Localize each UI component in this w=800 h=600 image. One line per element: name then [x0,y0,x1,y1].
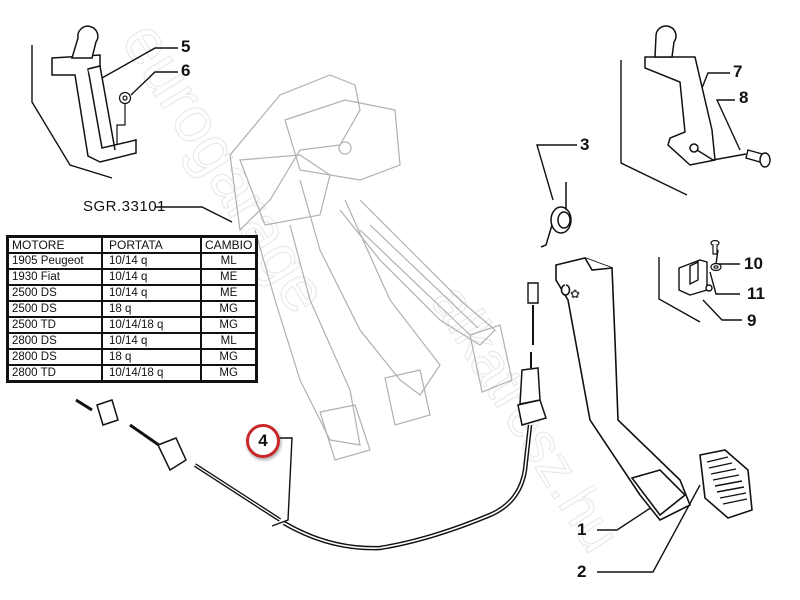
cell-portata: 10/14/18 q [101,316,202,334]
callout-5: 5 [181,37,191,56]
callout-1: 1 [577,520,587,539]
clutch-pedal-part-1: ✿ [555,257,692,522]
cell-motore: 2800 TD [6,364,103,383]
callout-7: 7 [733,62,743,81]
bracket-part-5 [51,25,137,163]
callout-4-label: 4 [258,431,268,450]
bracket-frame-left [31,45,113,179]
cell-portata: 10/14 q [101,268,202,286]
svg-text:✿: ✿ [570,287,580,301]
cell-portata: 10/14/18 q [101,364,202,383]
washer-part-11 [710,262,722,272]
callout-3: 3 [580,135,590,154]
clutch-cable-part-4 [75,282,547,551]
bracket-part-7 [644,25,716,166]
cell-cambio: MG [200,364,258,383]
header-portata: PORTATA [101,235,202,254]
pedal-pad-part-2 [699,449,753,519]
cell-portata: 18 q [101,300,202,318]
clip-part-9 [678,259,713,296]
callout-6: 6 [181,61,191,80]
bracket-frame-right [620,60,701,323]
cell-motore: 2800 DS [6,332,103,350]
cell-cambio: MG [200,300,258,318]
nut-part-6 [116,91,132,145]
highlighted-callout-4[interactable]: 4 [246,424,280,458]
cell-cambio: ML [200,332,258,350]
cell-cambio: ME [200,268,258,286]
table-header-row: MOTORE PORTATA CAMBIO [6,235,258,254]
cell-cambio: MG [200,348,258,366]
cell-cambio: ME [200,284,258,302]
header-cambio: CAMBIO [200,235,258,254]
cell-cambio: MG [200,316,258,334]
bolt-part-8 [696,149,771,168]
spring-part-3 [540,182,572,248]
cell-motore: 2500 DS [6,300,103,318]
cell-motore: 1930 Fiat [6,268,103,286]
cell-motore: 2500 DS [6,284,103,302]
cell-motore: 2800 DS [6,348,103,366]
header-motore: MOTORE [6,235,103,254]
cell-portata: 10/14 q [101,284,202,302]
pedal-box-assembly-ghost [229,74,513,461]
callout-9: 9 [747,311,757,330]
cell-portata: 10/14 q [101,332,202,350]
callout-2: 2 [577,562,587,581]
callout-8: 8 [739,88,749,107]
cell-portata: 10/14 q [101,252,202,270]
cell-cambio: ML [200,252,258,270]
cell-motore: 1905 Peugeot [6,252,103,270]
cell-motore: 2500 TD [6,316,103,334]
assembly-reference: SGR.33101 [83,198,166,215]
cell-portata: 18 q [101,348,202,366]
screw-part-10 [710,239,720,255]
callout-11: 11 [747,284,765,303]
callout-10: 10 [744,254,763,273]
